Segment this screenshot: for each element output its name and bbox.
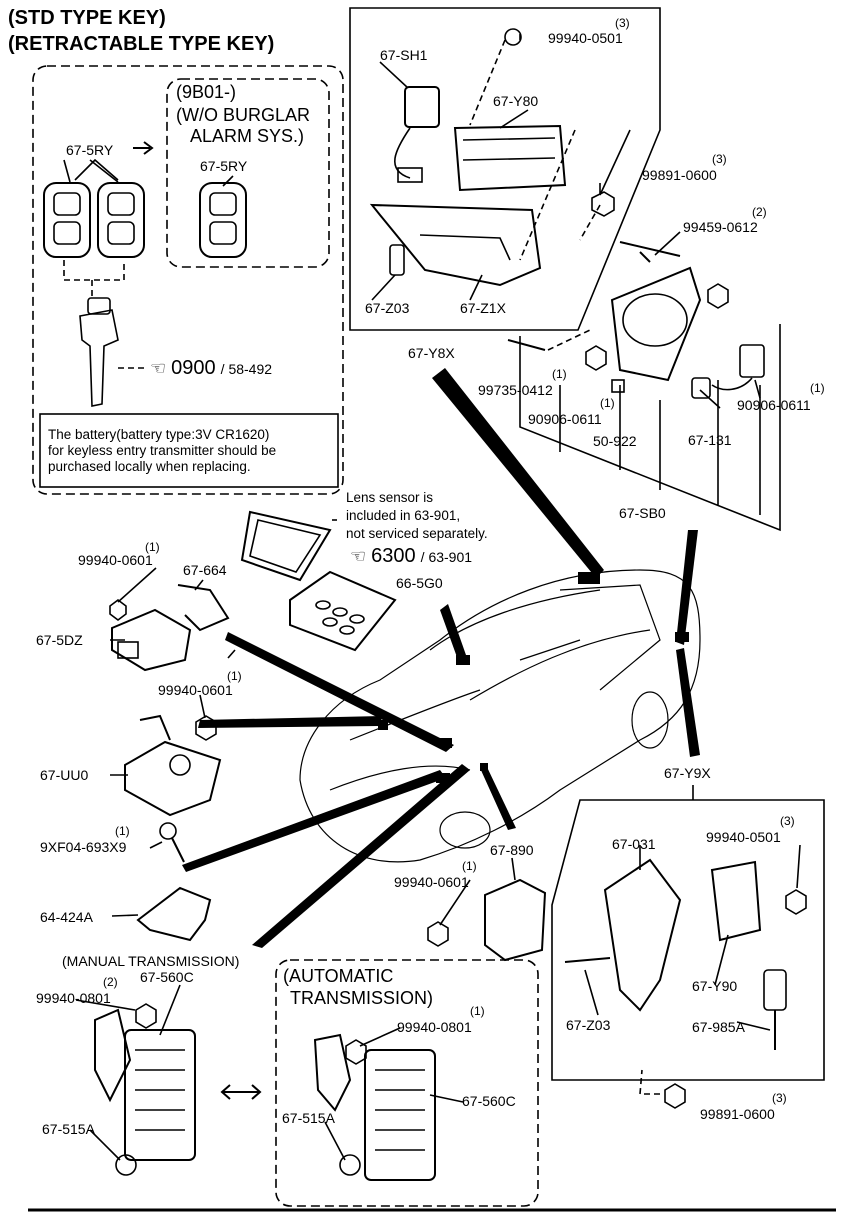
automatic-transmission-label-2: TRANSMISSION) — [290, 988, 434, 1008]
part-label: 67-UU0 — [40, 767, 89, 783]
part-label: 99940-0601 — [394, 874, 469, 890]
part-label: 67-515A — [282, 1110, 335, 1126]
part-label: 99735-0412 — [478, 382, 553, 398]
lens-sensor-icon — [240, 510, 338, 582]
battery-note-box — [39, 413, 339, 488]
variant-desc-1: (W/O BURGLAR — [176, 105, 311, 125]
qty-label: (1) — [145, 540, 160, 554]
lens-page-ref[interactable]: ☜ 6300 / 63-901 — [350, 546, 472, 567]
qty-label: (1) — [600, 396, 615, 410]
manual-transmission-label: (MANUAL TRANSMISSION) — [62, 953, 240, 969]
part-label: 67-031 — [612, 836, 656, 852]
sensor-bracket-parts — [507, 129, 765, 399]
part-label: 67-5RY — [200, 158, 248, 174]
part-label: 99459-0612 — [683, 219, 758, 235]
part-label: 67-131 — [688, 432, 732, 448]
rain-sensor-module-icon — [289, 570, 397, 652]
qty-label: (1) — [462, 859, 477, 873]
battery-note-line-3: purchased locally when replacing. — [48, 459, 251, 474]
qty-label: (3) — [615, 16, 630, 30]
control-module-icon — [124, 714, 222, 817]
part-label: 90906-0611 — [528, 411, 602, 427]
double-arrow-icon — [220, 1084, 262, 1100]
part-label: 99940-0801 — [36, 990, 111, 1006]
part-label: 99940-0801 — [397, 1019, 472, 1035]
key-ref-page: / 58-492 — [220, 361, 273, 377]
lens-note-line-2: included in 63-901, — [346, 508, 461, 523]
part-label: 67-Y8X — [408, 345, 455, 361]
qty-label: (1) — [810, 381, 825, 395]
qty-label: (1) — [552, 367, 567, 381]
part-label: 67-5DZ — [36, 632, 83, 648]
header-retractable-key: (RETRACTABLE TYPE KEY) — [8, 33, 275, 55]
screw-bracket-icons — [136, 822, 212, 942]
variant-desc-2: ALARM SYS.) — [190, 126, 305, 146]
part-label: 67-Y80 — [493, 93, 539, 109]
header-std-key: (STD TYPE KEY) — [8, 7, 166, 29]
part-label: 67-SB0 — [619, 505, 666, 521]
sensor-bracket-leaders — [519, 324, 781, 532]
part-label: 67-985A — [692, 1019, 745, 1035]
vehicle-outline — [299, 569, 701, 863]
brake-switch-box — [551, 799, 825, 1081]
part-label: 99891-0600 — [642, 167, 717, 183]
qty-label: (1) — [227, 669, 242, 683]
qty-label: (3) — [780, 814, 795, 828]
qty-label: (2) — [103, 975, 118, 989]
immobilizer-parts — [369, 28, 567, 287]
part-label: 67-5RY — [66, 142, 114, 158]
part-label: 67-560C — [140, 969, 194, 985]
lens-ref-page: / 63-901 — [420, 549, 473, 565]
battery-note-line-2: for keyless entry transmitter should be — [48, 443, 277, 458]
variant-code: (9B01-) — [176, 82, 237, 102]
hand-pointer-icon: ☜ — [350, 546, 367, 566]
key-group-box — [32, 65, 344, 495]
qty-label: (3) — [772, 1091, 787, 1105]
part-label: 50-922 — [593, 433, 637, 449]
junction-box-automatic — [313, 1033, 436, 1181]
qty-label: (2) — [752, 205, 767, 219]
key-ref-number: 0900 — [171, 357, 216, 379]
part-label: 9XF04-693X9 — [40, 839, 127, 855]
part-label: 64-424A — [40, 909, 93, 925]
mechanical-key-icon — [79, 297, 119, 407]
part-label: 99891-0600 — [700, 1106, 775, 1122]
qty-label: (1) — [470, 1004, 485, 1018]
junction-box-manual — [94, 1003, 196, 1176]
qty-label: (1) — [115, 824, 130, 838]
brake-switch-parts — [564, 858, 807, 1109]
automatic-transmission-box — [275, 959, 539, 1207]
part-label: 67-Z03 — [365, 300, 410, 316]
part-label: 67-664 — [183, 562, 227, 578]
immobilizer-box — [349, 7, 661, 331]
part-label: 67-SH1 — [380, 47, 428, 63]
part-label: 99940-0501 — [548, 30, 623, 46]
lens-ref-number: 6300 — [371, 545, 416, 567]
part-label: 99940-0501 — [706, 829, 781, 845]
lens-note-line-1: Lens sensor is — [346, 490, 434, 505]
arrow-icon — [133, 141, 154, 155]
hand-pointer-icon: ☜ — [150, 358, 167, 378]
part-label: 67-Z1X — [460, 300, 506, 316]
part-label: 67-515A — [42, 1121, 95, 1137]
automatic-transmission-label-1: (AUTOMATIC — [283, 966, 394, 986]
part-label: 90906-0611 — [737, 397, 811, 413]
part-label: 67-890 — [490, 842, 534, 858]
part-label: 99940-0601 — [158, 682, 233, 698]
callout-wedges — [182, 368, 700, 948]
qty-label: (3) — [712, 152, 727, 166]
part-label: 67-Z03 — [566, 1017, 611, 1033]
lens-note-line-3: not serviced separately. — [346, 526, 488, 541]
part-label: 67-Y9X — [664, 765, 711, 781]
part-label: 99940-0601 — [78, 552, 153, 568]
key-page-ref[interactable]: ☜ 0900 / 58-492 — [150, 358, 272, 379]
relay-icon — [109, 584, 230, 672]
key-fob-icons — [43, 158, 247, 300]
part-label: 66-5G0 — [396, 575, 443, 591]
part-label: 67-560C — [462, 1093, 516, 1109]
part-label: 67-Y90 — [692, 978, 738, 994]
unit-890-icon — [427, 878, 547, 962]
battery-note-line-1: The battery(battery type:3V CR1620) — [48, 427, 270, 442]
